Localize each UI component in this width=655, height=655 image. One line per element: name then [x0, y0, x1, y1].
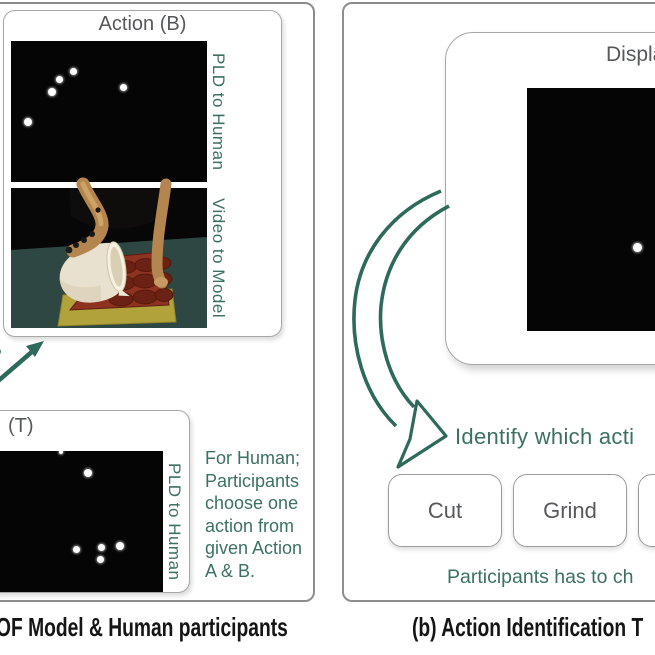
action-t-title: (T) [8, 415, 34, 437]
note-line: Participants [205, 470, 300, 491]
pld-to-human-label-top: PLD to Human [209, 52, 228, 171]
note-line: given Action [205, 538, 303, 558]
caption-panel-b: (b) Action Identification T [412, 612, 644, 642]
note-line: choose one [205, 493, 299, 513]
caption-panel-a: OF Model & Human participants [0, 612, 288, 642]
note-line: action from [205, 515, 295, 536]
pld-dot [116, 542, 124, 550]
note-line: A & B. [205, 560, 256, 581]
video-to-model-label: Video to Model [209, 197, 228, 319]
panel-b-frame [342, 2, 655, 602]
pld-action-t [0, 451, 163, 592]
cut-button[interactable]: Cut [388, 474, 502, 547]
identify-prompt: Identify which acti [455, 424, 635, 449]
arrow-to-action-b [0, 341, 44, 383]
pld-dot [48, 88, 56, 96]
note-line: For Human; [205, 448, 301, 468]
question-fragment: ? [0, 344, 2, 368]
pld-dot [55, 75, 63, 83]
grind-button[interactable]: Grind [513, 474, 627, 547]
action-b-title: Action (B) [98, 13, 187, 35]
pld-dot [97, 543, 105, 551]
participants-instruction: Participants has to ch [447, 566, 634, 588]
pld-dot [69, 67, 77, 75]
third-choice-button[interactable] [638, 474, 655, 547]
pld-action-b [11, 41, 207, 182]
display-title: Displa [606, 43, 655, 66]
pld-dot [96, 555, 104, 563]
pld-dot [84, 469, 92, 477]
grind-button-label: Grind [543, 497, 597, 523]
cut-button-label: Cut [427, 497, 463, 523]
pld-dot [59, 451, 63, 454]
panel-a-frame [0, 2, 315, 602]
human-instruction-note: For Human; Participants choose one actio… [205, 447, 317, 582]
pld-to-human-label-bottom: PLD to Human [165, 462, 184, 581]
pld-displayed [527, 88, 655, 331]
pld-dot [632, 242, 642, 252]
pld-dot [24, 118, 32, 126]
video-still-pouring [11, 177, 207, 328]
pld-dot [119, 83, 127, 91]
pld-dot [72, 545, 80, 553]
